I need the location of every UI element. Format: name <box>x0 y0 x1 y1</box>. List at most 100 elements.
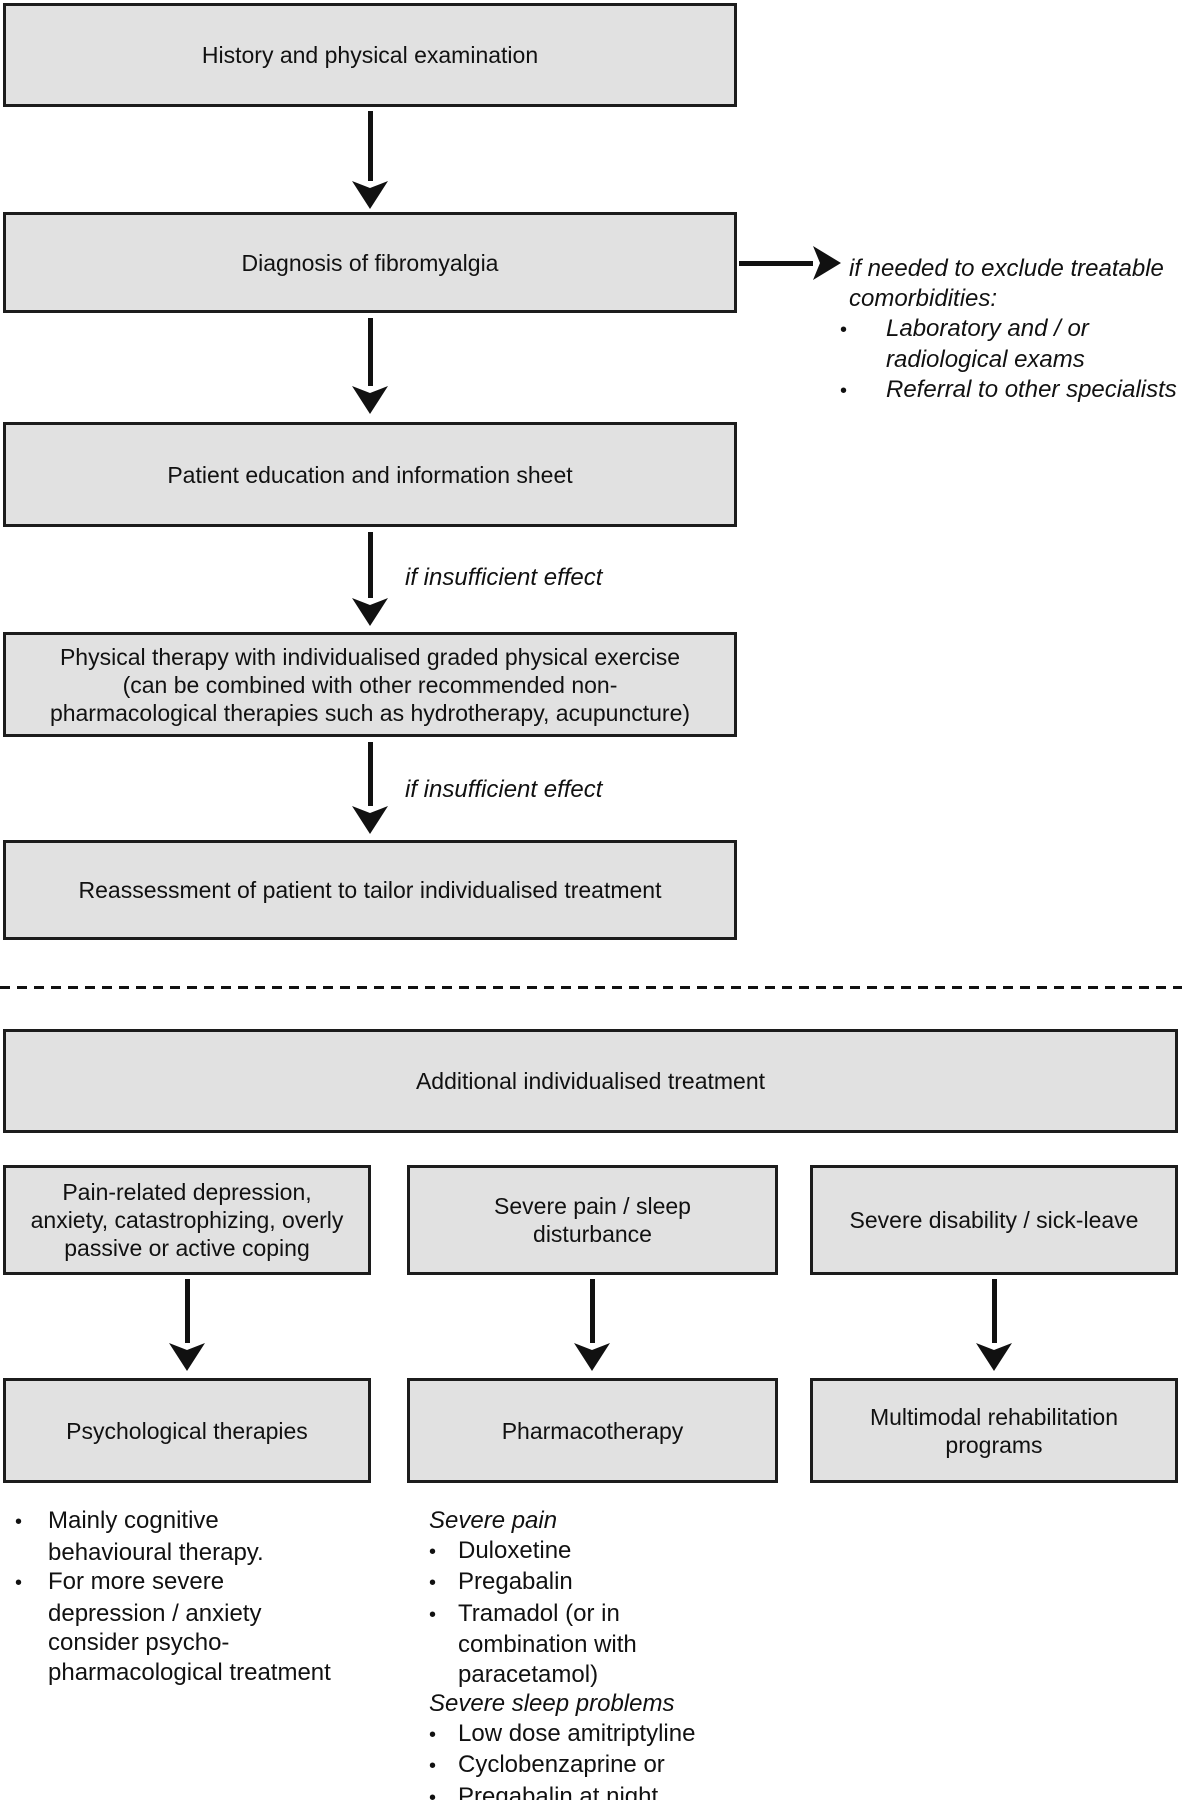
pharmacotherapy-box: Pharmacotherapy <box>407 1378 778 1483</box>
physical-therapy-line-3: pharmacological therapies such as hydrot… <box>49 699 691 726</box>
psych-note-item-2-line-2: depression / anxiety <box>48 1599 262 1627</box>
reassessment-box-label: Reassessment of patient to tailor indivi… <box>78 877 662 903</box>
severe-sleep-problems-heading: Severe sleep problems <box>429 1690 675 1717</box>
pharma-note-sleep-1-text: Low dose amitriptyline <box>458 1719 696 1747</box>
arrow-education-to-physical <box>368 532 373 598</box>
pharma-note-pain-3-line-1: Tramadol (or in <box>458 1599 620 1627</box>
psych-note-item-1: • Mainly cognitive <box>15 1506 365 1538</box>
physical-therapy-line-2: (can be combined with other recommended … <box>122 671 618 698</box>
arrow-disability-to-multimodal <box>992 1279 997 1343</box>
pharmacotherapy-box-label: Pharmacotherapy <box>501 1417 684 1444</box>
physical-therapy-line-1: Physical therapy with individualised gra… <box>59 643 681 670</box>
psychological-therapies-box: Psychological therapies <box>3 1378 371 1483</box>
history-box-label: History and physical examination <box>201 42 539 68</box>
diagnosis-box: Diagnosis of fibromyalgia <box>3 212 737 313</box>
comorbidities-bullet-1-cont: radiological exams <box>840 345 1182 375</box>
psych-note-item-1-cont: behavioural therapy. <box>15 1538 365 1568</box>
history-box: History and physical examination <box>3 3 737 107</box>
arrow-physical-to-reassessment-head <box>352 806 388 834</box>
pharma-note-pain-3-cont: paracetamol) <box>429 1660 759 1690</box>
comorbidities-bullet-2: • Referral to other specialists <box>840 375 1182 406</box>
arrow-physical-to-reassessment <box>368 742 373 806</box>
severe-pain-sleep-box-label: Severe pain / sleep disturbance <box>494 1192 691 1248</box>
severe-pain-heading: Severe pain <box>429 1507 558 1534</box>
physical-therapy-box-label: Physical therapy with individualised gra… <box>50 643 690 727</box>
psych-note-item-1-line-2: behavioural therapy. <box>48 1538 264 1566</box>
arrow-severepain-to-pharmacotherapy <box>590 1279 595 1343</box>
multimodal-line-1: Multimodal rehabilitation <box>869 1403 1118 1430</box>
comorbidities-bullet-2-line-1: Referral to other specialists <box>886 376 1177 403</box>
pharma-note-pain-2: • Pregabalin <box>429 1567 759 1599</box>
arrow-diagnosis-to-comorbidities-head <box>813 246 841 280</box>
bullet-icon: • <box>429 1723 437 1746</box>
psych-note-item-1-line-1: Mainly cognitive <box>48 1507 219 1534</box>
comorbidities-bullet-1-line-1: Laboratory and / or <box>886 315 1089 342</box>
psych-note-item-2-line-4: pharmacological treatment <box>48 1658 331 1686</box>
pain-related-line-2: anxiety, catastrophizing, overly <box>30 1207 344 1233</box>
pharma-note-sleep-1: • Low dose amitriptyline <box>429 1719 759 1751</box>
bullet-icon: • <box>15 1572 23 1594</box>
diagnosis-box-label: Diagnosis of fibromyalgia <box>241 249 499 276</box>
arrow-painrelated-to-psychological-head <box>169 1343 205 1371</box>
arrow-diagnosis-to-education <box>368 318 373 386</box>
pharma-note-pain-3-cont: combination with <box>429 1630 759 1660</box>
pharma-note-pain-3-line-2: combination with <box>458 1631 637 1658</box>
patient-education-box-label: Patient education and information sheet <box>167 461 573 488</box>
psychological-therapies-notes: • Mainly cognitive behavioural therapy. … <box>15 1506 365 1687</box>
arrow-history-to-diagnosis <box>368 111 373 181</box>
pharma-note-sleep-2: • Cyclobenzaprine or <box>429 1750 759 1782</box>
psychological-therapies-box-label: Psychological therapies <box>66 1417 308 1444</box>
bullet-icon: • <box>15 1511 23 1533</box>
severe-pain-sleep-line-2: disturbance <box>533 1221 652 1247</box>
pharma-note-pain-3: • Tramadol (or in <box>429 1599 759 1631</box>
pharmacotherapy-notes: Severe pain • Duloxetine • Pregabalin • … <box>429 1506 759 1800</box>
arrow-education-to-physical-head <box>352 598 388 626</box>
psych-note-item-2-cont: depression / anxiety <box>15 1599 365 1629</box>
comorbidities-annotation-line-1: if needed to exclude treatable <box>849 255 1164 282</box>
bullet-icon: • <box>429 1786 437 1800</box>
bullet-icon: • <box>429 1572 437 1594</box>
arrow-history-to-diagnosis-head <box>352 181 388 209</box>
psych-note-item-2-cont: pharmacological treatment <box>15 1658 365 1688</box>
comorbidities-bullet-1: • Laboratory and / or <box>840 314 1182 345</box>
arrow-severepain-to-pharmacotherapy-head <box>574 1343 610 1371</box>
arrow-disability-to-multimodal-head <box>976 1343 1012 1371</box>
multimodal-rehabilitation-box-label: Multimodal rehabilitation programs <box>870 1403 1118 1459</box>
bullet-icon: • <box>429 1540 437 1563</box>
psych-note-item-2-line-1: For more severe <box>48 1568 225 1595</box>
psych-note-item-2-cont: consider psycho- <box>15 1628 365 1658</box>
pharma-note-sleep-3-text: Pregabalin at night <box>458 1782 659 1800</box>
if-insufficient-effect-label-2: if insufficient effect <box>405 776 603 803</box>
pain-related-depression-box-label: Pain-related depression, anxiety, catast… <box>31 1178 344 1262</box>
severe-disability-box: Severe disability / sick-leave <box>810 1165 1178 1275</box>
pharma-note-sleep-3: • Pregabalin at night <box>429 1782 759 1800</box>
pharma-note-pain-3-line-3: paracetamol) <box>458 1660 599 1688</box>
pain-related-line-1: Pain-related depression, <box>62 1179 312 1205</box>
if-insufficient-effect-label-1: if insufficient effect <box>405 564 603 591</box>
comorbidities-bullet-1-line-2: radiological exams <box>886 346 1085 373</box>
pain-related-line-3: passive or active coping <box>64 1235 310 1261</box>
bullet-icon: • <box>429 1755 437 1777</box>
comorbidities-annotation-line-2: comorbidities: <box>849 285 998 312</box>
physical-therapy-box: Physical therapy with individualised gra… <box>3 632 737 737</box>
psych-note-item-2-line-3: consider psycho- <box>48 1629 230 1656</box>
additional-treatment-box-label: Additional individualised treatment <box>415 1068 766 1094</box>
reassessment-box: Reassessment of patient to tailor indivi… <box>3 840 737 940</box>
psych-note-item-2: • For more severe <box>15 1567 365 1599</box>
additional-treatment-box: Additional individualised treatment <box>3 1029 1178 1133</box>
dashed-divider <box>0 986 1182 989</box>
arrow-painrelated-to-psychological <box>185 1279 190 1343</box>
severe-pain-sleep-box: Severe pain / sleep disturbance <box>407 1165 778 1275</box>
pharma-note-pain-1-text: Duloxetine <box>458 1536 572 1564</box>
severe-disability-box-label: Severe disability / sick-leave <box>849 1207 1139 1233</box>
multimodal-line-2: programs <box>945 1431 1043 1458</box>
comorbidities-annotation: if needed to exclude treatable comorbidi… <box>840 254 1182 406</box>
bullet-icon: • <box>429 1603 437 1626</box>
bullet-icon: • <box>840 319 848 341</box>
pharma-note-sleep-2-text: Cyclobenzaprine or <box>458 1751 665 1778</box>
arrow-diagnosis-to-comorbidities <box>739 261 813 266</box>
multimodal-rehabilitation-box: Multimodal rehabilitation programs <box>810 1378 1178 1483</box>
patient-education-box: Patient education and information sheet <box>3 422 737 527</box>
pain-related-depression-box: Pain-related depression, anxiety, catast… <box>3 1165 371 1275</box>
